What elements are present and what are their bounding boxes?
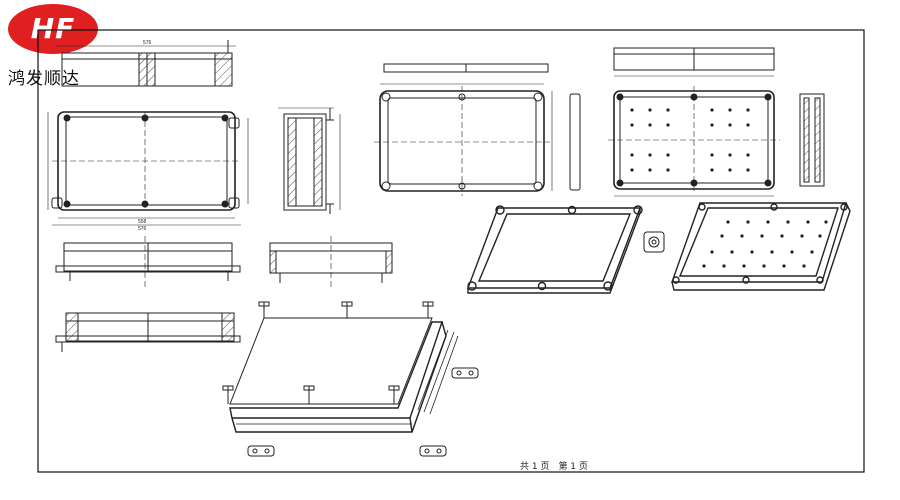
lid-side-view	[569, 93, 581, 191]
dim-inner-width: 558	[138, 219, 147, 225]
top-view-enclosure: 558 576	[47, 111, 249, 232]
side-view-top-left: 576	[56, 40, 236, 87]
front-elevation-view	[55, 236, 241, 290]
base-side-view	[799, 93, 825, 187]
company-logo: HF 鸿发顺达	[6, 4, 102, 89]
exploded-assembly	[222, 301, 479, 457]
mounting-holes-grid	[630, 108, 750, 172]
logo-badge	[8, 4, 98, 54]
end-section-view	[278, 107, 341, 214]
side-elevation-view	[269, 236, 393, 290]
isometric-lid	[466, 205, 643, 294]
page-number-label: 共 1 页 第 1 页	[520, 462, 588, 472]
dim-width-top: 576	[143, 40, 152, 46]
gland-detail	[643, 231, 665, 253]
lid-plan-view	[374, 83, 553, 196]
bottom-elevation-view	[55, 312, 241, 352]
isometric-base	[671, 202, 851, 291]
drawing-frame	[37, 29, 865, 473]
base-interior-holes	[702, 220, 828, 268]
lid-edge-view	[383, 63, 549, 73]
mounting-feet	[247, 367, 479, 457]
base-edge-view	[613, 47, 775, 77]
screws	[222, 301, 434, 404]
company-name: 鸿发顺达	[8, 69, 80, 89]
dim-outer-width: 576	[138, 226, 147, 232]
base-plan-view	[608, 86, 780, 197]
